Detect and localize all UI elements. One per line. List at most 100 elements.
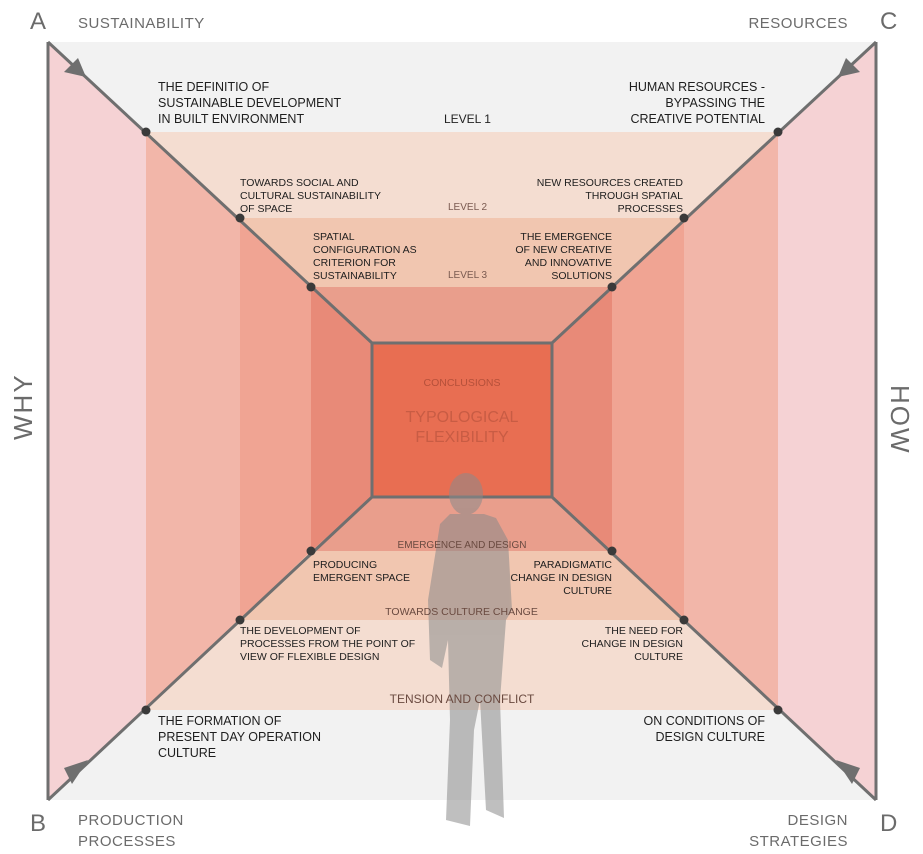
note-br-3: ON CONDITIONS OF DESIGN CULTURE bbox=[643, 713, 765, 745]
note-line: PROCESSES FROM THE POINT OF bbox=[240, 638, 416, 650]
dot-c1 bbox=[773, 127, 783, 137]
note-line: CRITERION FOR bbox=[313, 257, 396, 269]
note-line: CULTURE bbox=[634, 651, 683, 663]
note-line: ON CONDITIONS OF bbox=[643, 714, 765, 728]
level1-right-wall bbox=[684, 132, 778, 710]
arrow-c-icon bbox=[838, 58, 860, 77]
dot-d1 bbox=[773, 705, 783, 715]
note-bl-1: PRODUCING EMERGENT SPACE bbox=[313, 559, 410, 585]
note-line: TOWARDS SOCIAL AND bbox=[240, 177, 359, 189]
level3-left-wall bbox=[311, 287, 372, 551]
core-square bbox=[370, 341, 554, 499]
corner-d-label-line2: STRATEGIES bbox=[749, 833, 848, 850]
level-2-label: LEVEL 2 bbox=[448, 202, 488, 213]
note-line: THE NEED FOR bbox=[604, 625, 683, 637]
dot-b3 bbox=[306, 546, 316, 556]
center-title: TYPOLOGICAL FLEXIBILITY bbox=[372, 408, 552, 448]
note-tr-1: HUMAN RESOURCES - BYPASSING THE CREATIVE… bbox=[629, 79, 765, 127]
level1-left-wall bbox=[146, 132, 240, 710]
note-line: CONFIGURATION AS bbox=[313, 244, 417, 256]
note-bl-2: THE DEVELOPMENT OF PROCESSES FROM THE PO… bbox=[240, 625, 415, 664]
diagonal-b bbox=[46, 495, 374, 802]
corner-b-label-line1: PRODUCTION bbox=[78, 812, 184, 829]
center-title-line1: TYPOLOGICAL bbox=[405, 409, 519, 426]
corner-d-letter: D bbox=[880, 810, 898, 837]
note-line: PRESENT DAY OPERATION bbox=[158, 730, 322, 744]
corner-a-letter: A bbox=[30, 8, 47, 35]
dot-d3 bbox=[607, 546, 617, 556]
side-label-why: WHY bbox=[8, 373, 38, 440]
note-line: THE DEFINITIO OF bbox=[158, 80, 270, 94]
corner-b-label-line2: PROCESSES bbox=[78, 833, 176, 850]
dot-d2 bbox=[679, 615, 689, 625]
diagonal-a bbox=[46, 40, 374, 345]
note-line: SUSTAINABLE DEVELOPMENT bbox=[158, 96, 342, 110]
dot-b2 bbox=[235, 615, 245, 625]
note-br-2: THE NEED FOR CHANGE IN DESIGN CULTURE bbox=[581, 625, 683, 664]
note-line: OF NEW CREATIVE bbox=[515, 244, 612, 256]
corner-d-label: DESIGN STRATEGIES bbox=[749, 810, 848, 852]
dot-c2 bbox=[679, 213, 689, 223]
note-tl-2: TOWARDS SOCIAL AND CULTURAL SUSTAINABILI… bbox=[240, 177, 381, 216]
dot-a1 bbox=[141, 127, 151, 137]
note-line: THROUGH SPATIAL bbox=[585, 190, 683, 202]
note-line: DESIGN CULTURE bbox=[655, 730, 765, 744]
note-line: CULTURE bbox=[158, 746, 217, 760]
level2-right-wall bbox=[612, 218, 684, 620]
corner-c-label: RESOURCES bbox=[748, 15, 848, 32]
arrow-b-icon bbox=[64, 760, 88, 784]
level-1-label: LEVEL 1 bbox=[444, 112, 491, 126]
level2-left-wall bbox=[240, 218, 311, 620]
note-line: SPATIAL bbox=[313, 231, 355, 243]
note-line: EMERGENT SPACE bbox=[313, 572, 411, 584]
band-tension: TENSION AND CONFLICT bbox=[389, 692, 535, 706]
person-silhouette bbox=[428, 473, 512, 826]
note-br-1: PARADIGMATIC CHANGE IN DESIGN CULTURE bbox=[510, 559, 612, 598]
left-side-band bbox=[48, 42, 146, 800]
diagonal-d bbox=[550, 495, 878, 802]
note-tl-1: THE DEFINITIO OF SUSTAINABLE DEVELOPMENT… bbox=[158, 79, 341, 127]
note-line: NEW RESOURCES CREATED bbox=[536, 177, 683, 189]
corner-d-label-line1: DESIGN bbox=[787, 812, 848, 829]
note-line: CHANGE IN DESIGN bbox=[510, 572, 612, 584]
dot-b1 bbox=[141, 705, 151, 715]
note-line: OF SPACE bbox=[240, 203, 293, 215]
band-emergence: EMERGENCE AND DESIGN bbox=[397, 540, 527, 551]
band-culture-change: TOWARDS CULTURE CHANGE bbox=[385, 606, 538, 618]
corner-b-letter: B bbox=[30, 810, 47, 837]
note-line: CULTURAL SUSTAINABILITY bbox=[240, 190, 382, 202]
note-line: VIEW OF FLEXIBLE DESIGN bbox=[240, 651, 380, 663]
note-line: HUMAN RESOURCES - bbox=[628, 80, 765, 94]
note-line: SOLUTIONS bbox=[551, 270, 612, 282]
note-line: THE DEVELOPMENT OF bbox=[240, 625, 361, 637]
note-line: SUSTAINABILITY bbox=[313, 270, 397, 282]
note-bl-3: THE FORMATION OF PRESENT DAY OPERATION C… bbox=[158, 713, 321, 761]
corner-a-label: SUSTAINABILITY bbox=[78, 15, 205, 32]
center-title-line2: FLEXIBILITY bbox=[415, 429, 509, 446]
arrow-d-icon bbox=[836, 760, 860, 784]
dot-c3 bbox=[607, 282, 617, 292]
dot-a3 bbox=[306, 282, 316, 292]
note-tr-2: NEW RESOURCES CREATED THROUGH SPATIAL PR… bbox=[537, 177, 683, 216]
note-line: CHANGE IN DESIGN bbox=[581, 638, 683, 650]
level-3-label: LEVEL 3 bbox=[448, 270, 488, 281]
level3-right-wall bbox=[552, 287, 612, 551]
note-tr-3: THE EMERGENCE OF NEW CREATIVE AND INNOVA… bbox=[515, 231, 612, 283]
note-line: PARADIGMATIC bbox=[533, 559, 612, 571]
note-line: PRODUCING bbox=[313, 559, 378, 571]
note-tl-3: SPATIAL CONFIGURATION AS CRITERION FOR S… bbox=[313, 231, 417, 283]
note-line: THE EMERGENCE bbox=[520, 231, 612, 243]
note-line: PROCESSES bbox=[617, 203, 683, 215]
right-side-band bbox=[778, 42, 876, 800]
note-line: IN BUILT ENVIRONMENT bbox=[158, 112, 305, 126]
arrow-a-icon bbox=[64, 58, 86, 77]
note-line: BYPASSING THE bbox=[665, 96, 765, 110]
side-label-how: HOW bbox=[885, 385, 915, 455]
note-line: CREATIVE POTENTIAL bbox=[630, 112, 765, 126]
center-subtitle: CONCLUSIONS bbox=[423, 377, 501, 389]
diagonal-c bbox=[550, 40, 878, 345]
note-line: CULTURE bbox=[563, 585, 612, 597]
dot-a2 bbox=[235, 213, 245, 223]
corner-b-label: PRODUCTION PROCESSES bbox=[78, 810, 184, 852]
